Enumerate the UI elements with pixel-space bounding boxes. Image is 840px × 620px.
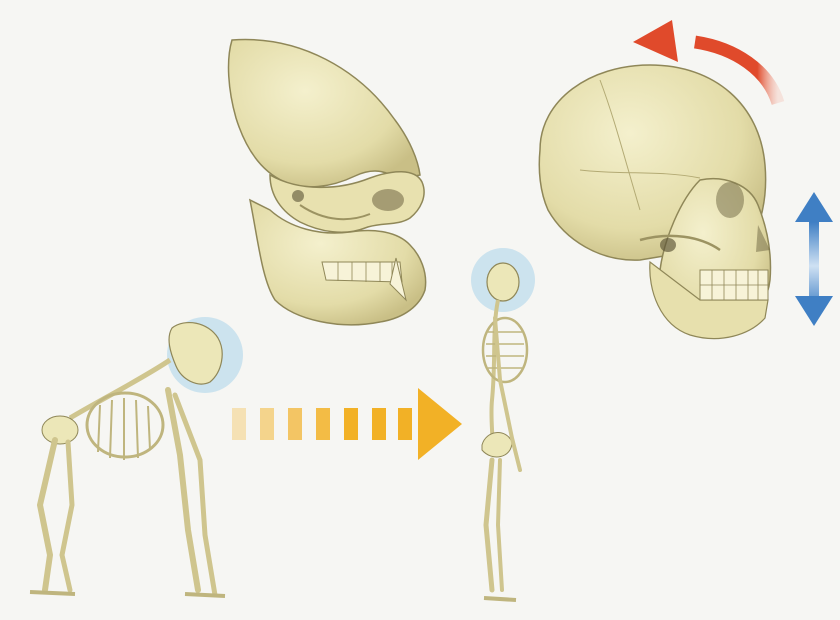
dashed-right-arrow-icon	[232, 388, 462, 460]
human-skull	[539, 65, 770, 339]
gorilla-skull	[229, 40, 426, 325]
double-headed-vertical-arrow-icon	[795, 192, 833, 326]
upright-human-skeleton	[471, 248, 535, 600]
quadrupedal-ape-skeleton	[30, 317, 243, 596]
